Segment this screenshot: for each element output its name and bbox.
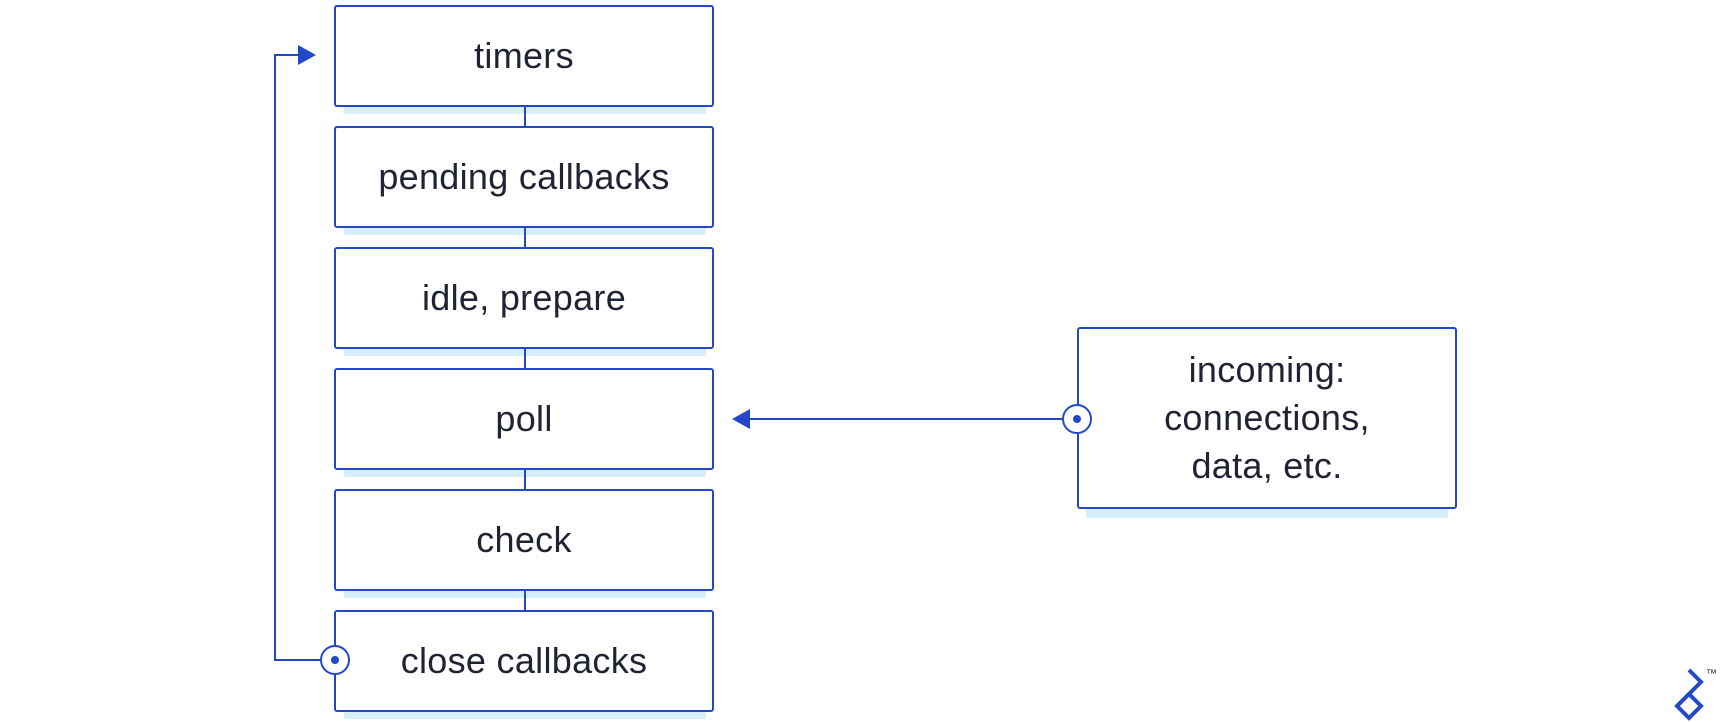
incoming-arrow-line xyxy=(748,418,1062,420)
phase-connector xyxy=(524,469,526,489)
phase-check: check xyxy=(334,489,714,591)
incoming-line: incoming: xyxy=(1188,349,1346,390)
phase-poll: poll xyxy=(334,368,714,470)
phase-label: timers xyxy=(474,35,574,76)
phase-label: poll xyxy=(495,398,553,439)
arrow-left-icon xyxy=(732,409,750,429)
loop-back-vertical xyxy=(274,54,276,661)
arrow-right-icon xyxy=(298,45,316,65)
toptal-logo-icon: ™ xyxy=(1674,668,1717,721)
origin-dot-icon xyxy=(331,656,339,664)
phase-label: idle, prepare xyxy=(421,277,627,318)
phase-connector xyxy=(524,106,526,126)
incoming-origin-icon xyxy=(1062,404,1092,434)
phase-pending-callbacks: pending callbacks xyxy=(334,126,714,228)
incoming-line: data, etc. xyxy=(1191,445,1343,486)
phase-idle-prepare: idle, prepare xyxy=(334,247,714,349)
incoming-shadow xyxy=(1086,506,1448,518)
phase-connector xyxy=(524,348,526,368)
phase-label: close callbacks xyxy=(400,640,648,681)
incoming-line: connections, xyxy=(1164,397,1370,438)
phase-connector xyxy=(524,590,526,610)
phase-label: pending callbacks xyxy=(378,156,670,197)
phase-close-callbacks: close callbacks xyxy=(334,610,714,712)
loop-back-horizontal-bottom xyxy=(274,659,320,661)
incoming-box: incoming: connections, data, etc. xyxy=(1077,327,1457,509)
phase-timers: timers xyxy=(334,5,714,107)
phase-shadow xyxy=(344,709,706,719)
trademark-label: ™ xyxy=(1706,668,1717,680)
loop-back-horizontal-top xyxy=(274,54,298,56)
loop-origin-icon xyxy=(320,645,350,675)
phase-connector xyxy=(524,227,526,247)
phase-label: check xyxy=(476,519,572,560)
origin-dot-icon xyxy=(1073,415,1081,423)
